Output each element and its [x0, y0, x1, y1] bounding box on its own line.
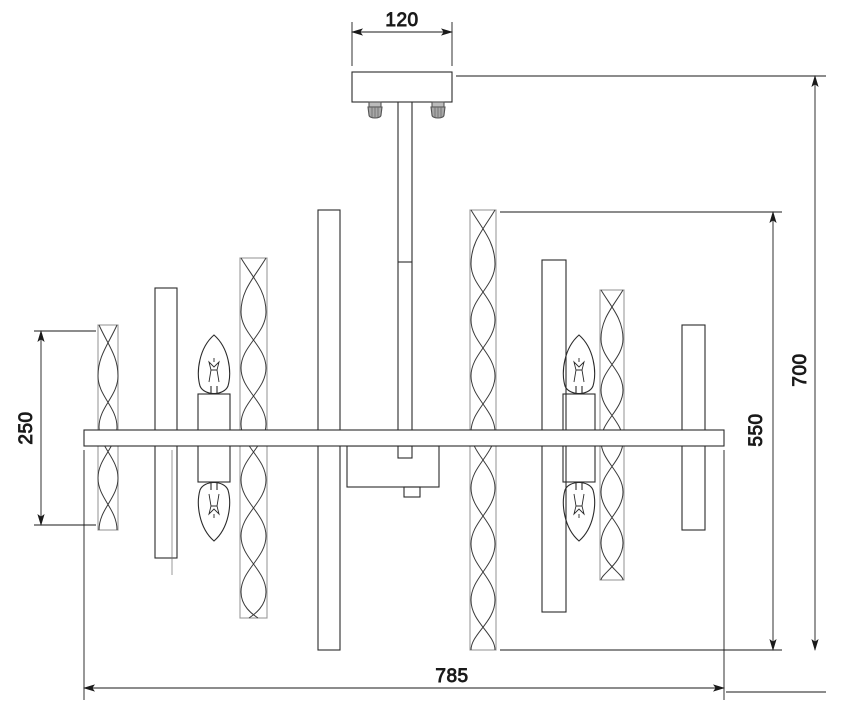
- dim-total-height: 700: [456, 75, 826, 693]
- filament-right-upper: [573, 358, 585, 383]
- twisted-glass-rod-1: [97, 324, 119, 531]
- plain-rod-4: [681, 324, 706, 531]
- bulb-neck-left-upper: [210, 386, 218, 394]
- mount-screw-right: [430, 101, 446, 119]
- dim-glass-rod-height: 250: [16, 330, 173, 575]
- chandelier-geometry: [83, 71, 725, 651]
- center-bottom-nub: [403, 486, 421, 498]
- mount-screw-left: [367, 101, 383, 119]
- bulb-envelope-left-lower: [197, 481, 231, 542]
- dim-label-550: 550: [746, 413, 767, 446]
- candle-lamp-group: [197, 334, 596, 542]
- ceiling-mount-plate: [351, 71, 453, 103]
- bulb-neck-left-lower: [210, 482, 218, 490]
- center-hub-body: [346, 445, 440, 488]
- bulb-envelope-right-upper: [562, 334, 596, 395]
- bulb-neck-right-upper: [575, 386, 583, 394]
- filament-left-upper: [208, 358, 220, 383]
- dim-overall-width: 785: [83, 450, 725, 700]
- dim-label-700: 700: [790, 353, 811, 386]
- dim-body-height: 550: [500, 211, 782, 651]
- horizontal-arm-plate: [83, 429, 725, 447]
- bulb-envelope-left-upper: [197, 334, 231, 395]
- dim-label-785: 785: [435, 666, 468, 687]
- dimension-layer: 120 250 550 700 785: [16, 10, 826, 700]
- candle-lamp-left: [197, 334, 231, 542]
- ceiling-mount-assembly: [351, 71, 453, 119]
- bulb-envelope-right-lower: [562, 481, 596, 542]
- dim-canopy-width: 120: [351, 10, 453, 66]
- dim-label-120: 120: [385, 10, 418, 31]
- filament-left-lower: [208, 493, 220, 518]
- plain-rod-1: [154, 287, 178, 559]
- dim-label-250: 250: [16, 411, 37, 444]
- bulb-neck-right-lower: [575, 482, 583, 490]
- candle-lamp-right: [562, 334, 596, 542]
- filament-right-lower: [573, 493, 585, 518]
- drop-stem: [397, 99, 413, 459]
